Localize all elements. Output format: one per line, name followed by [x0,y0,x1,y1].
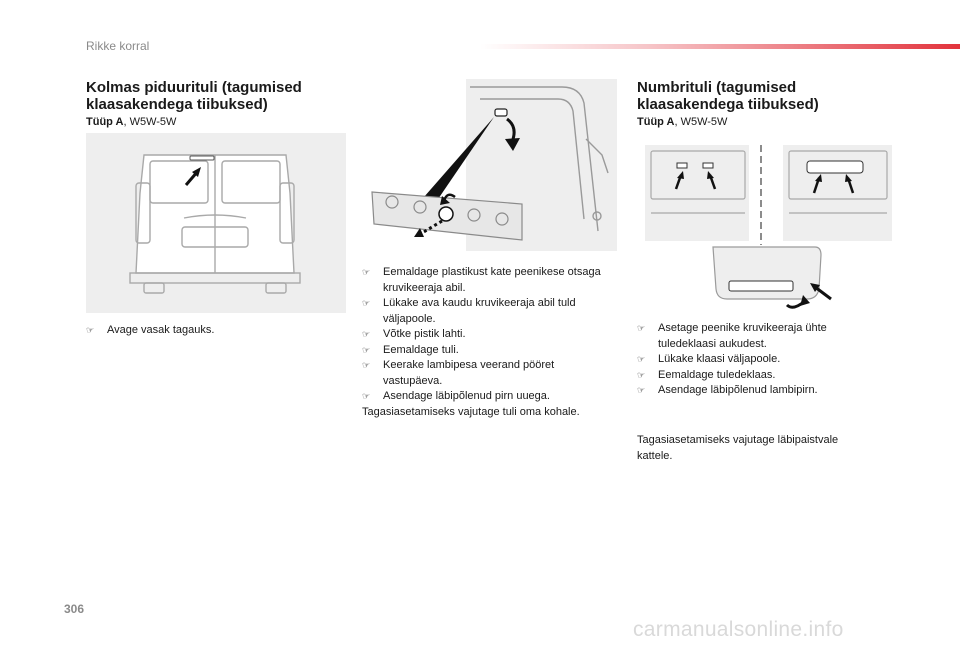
right-title-line2: klaasakendega tiibuksed) [637,96,819,113]
right-title: Numbrituli (tagumised klaasakendega tiib… [637,79,819,113]
middle-steps: ☞ Eemaldage plastikust kate peenikese ots… [362,265,607,405]
step-text: Eemaldage tuli. [383,343,459,356]
left-title: Kolmas piduurituli (tagumised klaasakend… [86,79,302,113]
step-item: ☞ Eemaldage tuledeklaas. [637,368,877,384]
step-item: ☞ Avage vasak tagauks. [86,323,326,339]
step-item: ☞ Keerake lambipesa veerand pööret vastup… [362,358,607,389]
right-bulb-type: Tüüp A, W5W-5W [637,116,727,128]
step-text: Asetage peenike kruvikeeraja ühte tulede… [658,322,827,350]
tail-light-removal-illustration [362,79,617,251]
step-text: Eemaldage plastikust kate peenikese otsa… [383,266,601,294]
pointing-hand-icon: ☞ [362,360,371,370]
step-text: Avage vasak tagauks. [107,324,215,336]
left-steps: ☞ Avage vasak tagauks. [86,323,326,339]
middle-note: Tagasiasetamiseks vajutage tuli oma koha… [362,406,580,418]
step-text: Lükake ava kaudu kruvikeeraja abil tuld … [383,297,576,325]
step-item: ☞ Lükake klaasi väljapoole. [637,352,877,368]
step-text: Eemaldage tuledeklaas. [658,368,776,381]
step-item: ☞ Asetage peenike kruvikeeraja ühte tuled… [637,321,877,352]
plate-light-removal-illustration [637,141,892,313]
pointing-hand-icon: ☞ [362,267,371,277]
pointing-hand-icon: ☞ [86,325,95,335]
left-title-line1: Kolmas piduurituli (tagumised [86,79,302,96]
pointing-hand-icon: ☞ [362,391,371,401]
pointing-hand-icon: ☞ [637,354,646,364]
pointing-hand-icon: ☞ [637,323,646,333]
right-note: Tagasiasetamiseks vajutage läbipaistvale… [637,434,839,462]
watermark: carmanualsonline.info [633,618,844,641]
pointing-hand-icon: ☞ [637,369,646,380]
left-title-line2: klaasakendega tiibuksed) [86,96,268,113]
right-bulb-spec: , W5W-5W [674,116,728,128]
left-type-label: Tüüp A [86,116,124,128]
pointing-hand-icon: ☞ [362,298,371,308]
step-item: ☞ Eemaldage plastikust kate peenikese ots… [362,265,607,296]
right-steps: ☞ Asetage peenike kruvikeeraja ühte tuled… [637,321,877,399]
right-title-line1: Numbrituli (tagumised [637,79,797,96]
header-accent-bar [480,44,960,49]
van-rear-illustration [86,133,346,313]
step-text: Võtke pistik lahti. [383,328,466,340]
step-item: ☞ Eemaldage tuli. [362,343,607,359]
section-title: Rikke korral [86,39,150,53]
pointing-hand-icon: ☞ [362,344,371,355]
step-item: ☞ Asendage läbipõlenud pirn uuega. [362,389,607,405]
step-text: Asendage läbipõlenud pirn uuega. [383,390,550,402]
page-number: 306 [64,602,85,616]
step-text: Asendage läbipõlenud lambipirn. [658,384,818,396]
left-bulb-type: Tüüp A, W5W-5W [86,116,176,128]
pointing-hand-icon: ☞ [637,385,646,395]
left-bulb-spec: , W5W-5W [123,116,177,128]
right-type-label: Tüüp A [637,116,675,128]
step-item: ☞ Lükake ava kaudu kruvikeeraja abil tuld… [362,296,607,327]
step-item: ☞ Võtke pistik lahti. [362,327,607,343]
pointing-hand-icon: ☞ [362,329,371,339]
step-text: Keerake lambipesa veerand pööret vastupä… [383,359,555,387]
step-item: ☞ Asendage läbipõlenud lambipirn. [637,383,877,399]
step-text: Lükake klaasi väljapoole. [658,353,781,365]
